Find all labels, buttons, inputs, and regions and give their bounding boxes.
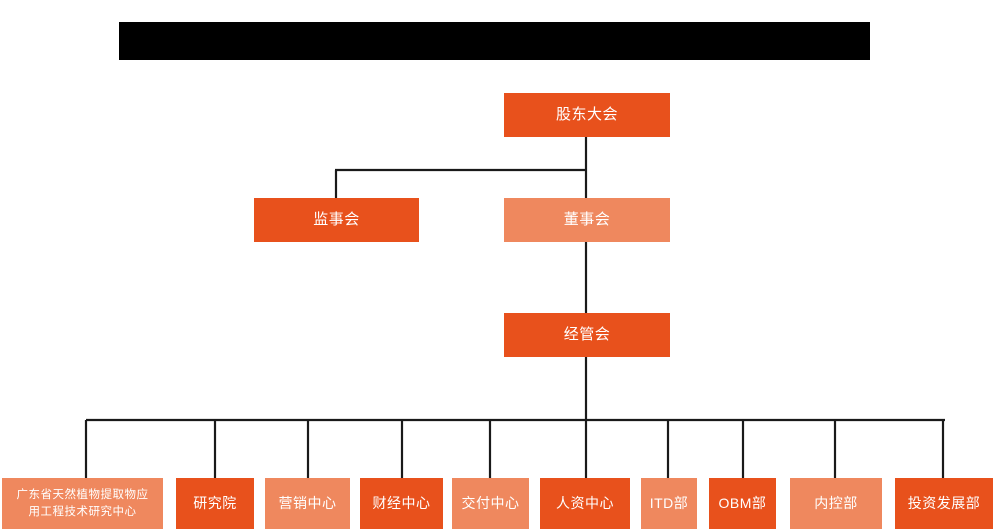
org-node-label-institute: 研究院 bbox=[193, 494, 237, 511]
org-node-label-hr-center: 人资中心 bbox=[556, 494, 614, 511]
redacted-title-banner bbox=[119, 22, 870, 60]
org-node-shareholders[interactable]: 股东大会 bbox=[504, 93, 670, 137]
org-node-hr-center[interactable]: 人资中心 bbox=[540, 478, 630, 529]
org-node-supervisory[interactable]: 监事会 bbox=[254, 198, 419, 242]
org-node-label-supervisory: 监事会 bbox=[313, 210, 360, 228]
org-node-delivery-center[interactable]: 交付中心 bbox=[452, 478, 529, 529]
org-node-label-board: 董事会 bbox=[563, 210, 611, 228]
org-node-management[interactable]: 经管会 bbox=[504, 313, 670, 357]
org-node-label-investment-dept: 投资发展部 bbox=[907, 494, 981, 511]
org-node-label-research-center: 广东省天然植物提取物应用工程技术研究中心 bbox=[16, 488, 149, 518]
org-node-investment-dept[interactable]: 投资发展部 bbox=[895, 478, 993, 529]
org-node-label-marketing-center: 营销中心 bbox=[278, 494, 337, 511]
org-node-label-management: 经管会 bbox=[563, 325, 611, 343]
org-node-marketing-center[interactable]: 营销中心 bbox=[265, 478, 350, 529]
org-node-label-delivery-center: 交付中心 bbox=[461, 494, 520, 511]
org-node-institute[interactable]: 研究院 bbox=[176, 478, 254, 529]
org-node-finance-center[interactable]: 财经中心 bbox=[360, 478, 443, 529]
org-node-label-shareholders: 股东大会 bbox=[555, 105, 618, 123]
org-node-label-itd-dept: ITD部 bbox=[649, 494, 689, 511]
org-node-label-finance-center: 财经中心 bbox=[372, 494, 431, 511]
org-node-itd-dept[interactable]: ITD部 bbox=[641, 478, 697, 529]
org-node-internal-control-dept[interactable]: 内控部 bbox=[790, 478, 882, 529]
org-node-label-obm-dept: OBM部 bbox=[718, 494, 767, 511]
org-node-research-center[interactable]: 广东省天然植物提取物应用工程技术研究中心 bbox=[2, 478, 163, 529]
org-node-obm-dept[interactable]: OBM部 bbox=[709, 478, 776, 529]
org-node-label-internal-control-dept: 内控部 bbox=[814, 494, 858, 511]
org-node-board[interactable]: 董事会 bbox=[504, 198, 670, 242]
